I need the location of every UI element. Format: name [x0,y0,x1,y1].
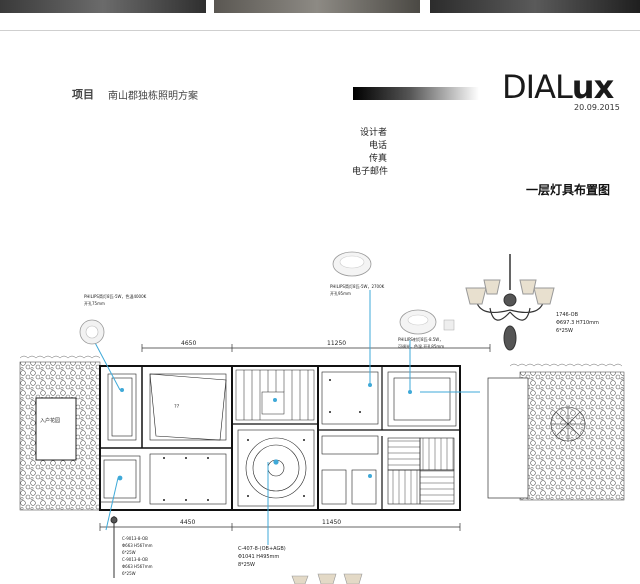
room-label-entry-garden: 入户花园 [40,417,60,424]
living-ceiling [237,429,315,507]
callout-downlight-1-line1: PHILIPS筒灯8瓦-5W，色温4000K [84,293,147,299]
project-label: 项目 [72,88,94,101]
callout-pendant-c407-line1: C-407-8-(OB+AGB) [238,546,286,552]
callout-leaders [91,290,480,545]
downlight-dots [163,379,361,501]
wood-floor-b [419,437,455,471]
ceiling-detail-left [99,373,227,505]
downlight-icon [79,319,105,345]
dim-top-right: 11250 [327,340,346,347]
field-designer: 设计者 [360,128,388,138]
field-phone: 电话 [369,141,388,151]
callout-pendant-c9013-line6: 6*25W [122,571,136,576]
wood-floor-a [387,437,421,471]
sheet-title: 一层灯具布置图 [526,183,611,197]
tree-symbol [550,406,586,442]
brand-gradient-bar [353,87,479,100]
wood-floor-c [387,469,421,505]
photo-thumbnail-2 [214,0,420,13]
callout-spotlight-line2: 可调光，色温,开孔85mm [398,343,444,349]
field-email: 电子邮件 [352,167,389,177]
pendant-shades-icon [291,573,363,584]
room-label-unknown: ?? [174,404,180,410]
light-markers [117,383,412,481]
staircase [235,369,315,421]
callout-chandelier-line1: 1746-OB [556,312,579,318]
dim-top-left: 4650 [181,340,196,347]
callout-downlight-2-line2: 开孔95mm [330,290,351,296]
field-fax: 传真 [369,154,388,164]
callout-spotlight-line1: PHILIPS射灯8瓦-8.5W， [398,336,443,342]
ceiling-detail-right [321,371,457,505]
photo-thumbnail-3 [430,0,640,13]
callout-pendant-c407-line2: Φ1041 H495mm [238,554,279,560]
photo-thumbnail-1 [0,0,206,13]
chandelier-icon [465,254,555,351]
right-pebble-garden [519,371,625,501]
callout-pendant-c9013-line4: C-9013-8-OB [122,557,148,562]
callout-pendant-c9013-line5: Φ663 H567mm [122,564,153,569]
dim-bottom-left: 4450 [180,519,195,526]
callout-downlight-1-line2: 开孔75mm [84,300,105,306]
sheet-date: 20.09.2015 [574,103,620,112]
spotlight-icon [399,309,455,335]
callout-downlight-2-line1: PHILIPS筒灯8瓦-5W，2700K [330,283,385,289]
callout-pendant-c9013-line2: Φ663 H567mm [122,543,153,548]
callout-pendant-c9013-line3: 6*25W [122,550,136,555]
left-pebble-garden [19,361,101,511]
callout-pendant-c9013-line1: C-9013-8-OB [122,536,148,541]
callout-chandelier-line2: Φ697.3 H710mm [556,320,599,326]
callout-chandelier-line3: 6*25W [556,328,573,334]
hedge-row [19,355,623,367]
entry-garden [35,397,77,461]
downlight-icon-2 [332,251,372,277]
terrace [487,377,529,499]
building-walls [99,365,461,511]
dialux-logo: DIALux [502,68,614,106]
project-name: 南山郡独栋照明方案 [108,91,198,102]
wood-floor-d [419,469,455,505]
header-divider [0,30,640,31]
callout-pendant-c407-line3: 8*25W [238,562,255,568]
pendant-icon [110,516,118,578]
dimension-lines [99,344,491,531]
dim-bottom-right: 11450 [322,519,341,526]
